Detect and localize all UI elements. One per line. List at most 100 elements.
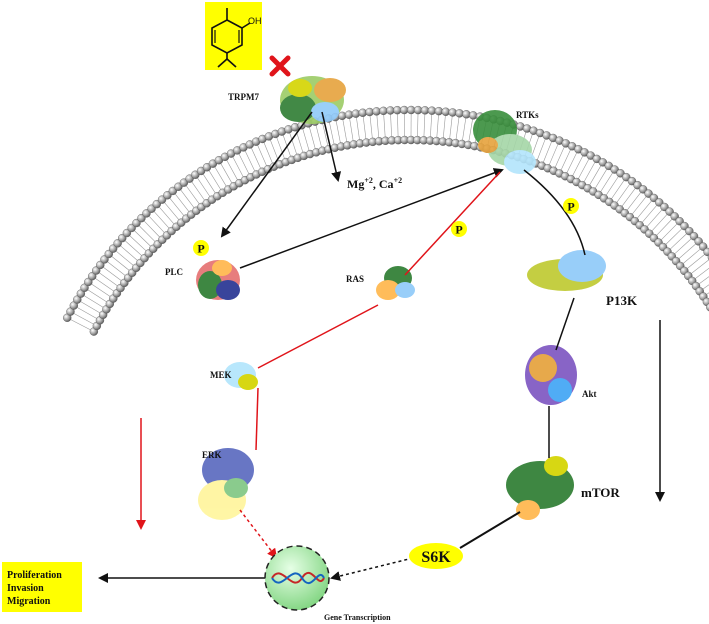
plc-to-rtks-arrow xyxy=(239,168,504,269)
lipid-tail xyxy=(566,152,577,173)
lipid-tail xyxy=(203,174,216,193)
lipid-tail xyxy=(349,118,354,141)
lipid-tail xyxy=(309,127,316,149)
lipid-tail xyxy=(315,125,322,147)
lipid-tail xyxy=(683,248,701,264)
lipid-tail xyxy=(376,115,380,138)
gene-transcription-label: Gene Transcription xyxy=(324,613,391,622)
phospho-badge-ras: P xyxy=(451,221,467,237)
lipid-tail xyxy=(589,165,602,185)
rtks-label: RTKs xyxy=(516,110,539,120)
lipid-tail xyxy=(322,123,329,146)
lipid-tail xyxy=(611,180,625,199)
lipid-tail xyxy=(107,261,126,276)
svg-text:OH: OH xyxy=(248,16,262,26)
lipid-tail xyxy=(647,209,663,227)
lipid-tail xyxy=(73,313,94,325)
lipid-tail xyxy=(583,162,596,182)
ras-label: RAS xyxy=(346,274,364,284)
lipid-tail xyxy=(442,115,446,138)
mtor-label: mTOR xyxy=(581,485,620,500)
lipid-tail xyxy=(397,114,399,137)
lipid-tail xyxy=(436,115,439,138)
erk-protein xyxy=(198,448,254,520)
lipid-tail xyxy=(621,188,636,207)
lipid-head xyxy=(703,247,709,257)
outcome-proliferation: Proliferation xyxy=(7,570,62,581)
lipid-tail xyxy=(251,147,261,169)
lipid-tail xyxy=(197,177,210,197)
pi3k-label: P13K xyxy=(606,293,638,308)
lipid-tail xyxy=(159,206,175,224)
lipid-tail xyxy=(656,219,673,236)
lipid-tail xyxy=(390,114,392,137)
lipid-tail xyxy=(77,307,97,319)
lipid-tail xyxy=(462,118,467,141)
lipid-tail xyxy=(543,141,552,163)
mtor-protein xyxy=(506,456,574,520)
lipid-tail xyxy=(637,200,652,219)
lipid-tail xyxy=(164,202,179,220)
lipid-tail xyxy=(295,130,304,153)
phospho-badge-pi3k: P xyxy=(563,198,579,214)
lipid-tail xyxy=(208,170,221,190)
lipid-tail xyxy=(124,240,142,256)
pi3k-protein xyxy=(527,250,606,291)
lipid-tail xyxy=(175,193,190,212)
lipid-tail xyxy=(362,116,367,139)
svg-text:P: P xyxy=(197,242,204,256)
erk-label: ERK xyxy=(202,450,222,460)
lipid-tail xyxy=(154,211,170,229)
ions-label: Mg+2, Ca+2 xyxy=(347,176,402,191)
mtor-to-s6k-line xyxy=(459,511,521,549)
mek-to-erk-line xyxy=(255,387,259,451)
lipid-tail xyxy=(238,153,250,174)
lipid-tail xyxy=(430,114,432,137)
trpm7-to-plc-arrow xyxy=(220,111,313,238)
cell-membrane-bilayer xyxy=(63,105,709,336)
lipid-tail xyxy=(578,158,590,179)
lipid-tail xyxy=(143,220,160,238)
outcome-migration: Migration xyxy=(7,596,51,607)
lipid-tail xyxy=(270,140,279,161)
rtks-protein xyxy=(473,110,536,174)
lipid-tail xyxy=(214,166,227,187)
lipid-tail xyxy=(600,172,613,192)
lipid-tail xyxy=(226,160,238,180)
lipid-tail xyxy=(169,198,184,216)
akt-protein xyxy=(525,345,577,405)
lipid-tail xyxy=(276,137,285,159)
trpm7-label: TRPM7 xyxy=(228,92,259,102)
lipid-tail xyxy=(383,114,386,137)
lipid-tail xyxy=(116,250,134,266)
lipid-tail xyxy=(554,146,565,168)
pi3k-to-akt-line xyxy=(555,297,575,351)
svg-text:P: P xyxy=(455,223,462,237)
lipid-tail xyxy=(651,214,668,231)
rtks-to-pi3k-line xyxy=(523,169,586,256)
lipid-tail xyxy=(257,145,267,166)
lipid-tail xyxy=(191,181,205,201)
lipid-tail xyxy=(661,223,678,240)
lipid-tail xyxy=(423,114,426,137)
lipid-tail xyxy=(180,189,195,208)
lipid-tail xyxy=(139,225,156,242)
nucleus-icon xyxy=(264,545,330,611)
lipid-tail xyxy=(595,169,607,189)
lipid-tail xyxy=(329,122,335,144)
outcome-invasion: Invasion xyxy=(7,583,44,594)
lipid-tail xyxy=(665,228,682,245)
plc-label: PLC xyxy=(165,267,183,277)
lipid-tail xyxy=(220,163,233,183)
erk-to-nucleus-dotted-arrow xyxy=(239,509,278,559)
lipid-tail xyxy=(687,254,705,269)
lipid-tail xyxy=(80,301,100,314)
lipid-tail xyxy=(87,289,107,303)
lipid-tail xyxy=(642,205,657,223)
lipid-tail xyxy=(95,278,114,292)
lipid-tail xyxy=(537,139,546,160)
lipid-tail xyxy=(468,119,473,142)
lipid-tail xyxy=(627,192,641,211)
rtks-to-ras-line xyxy=(404,171,501,276)
